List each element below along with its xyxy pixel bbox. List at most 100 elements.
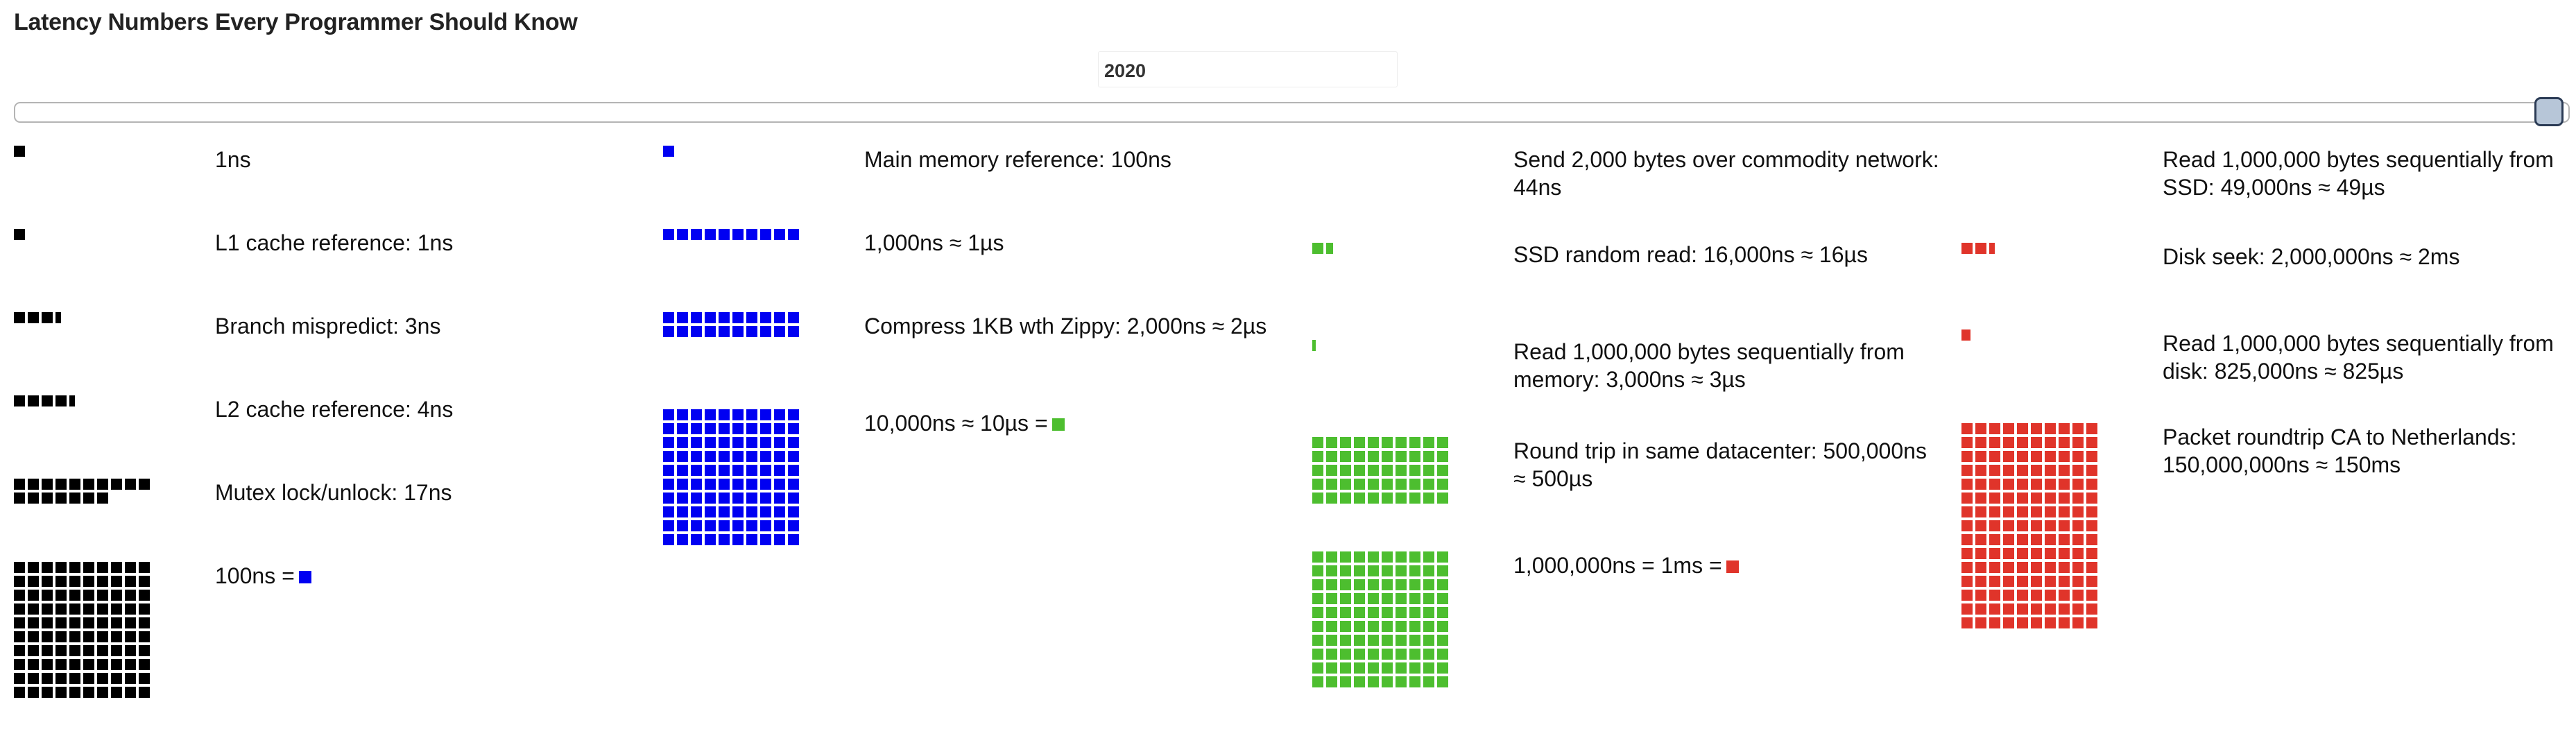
latency-block [1423,565,1434,576]
latency-label: L1 cache reference: 1ns [215,229,645,257]
latency-block [1989,506,2000,517]
latency-block [14,493,25,504]
latency-block [55,673,67,684]
latency-block [746,229,757,240]
latency-block [69,631,80,642]
latency-block [1961,493,1973,504]
latency-block [788,229,799,240]
latency-block [2031,506,2042,517]
latency-block [2086,437,2097,448]
latency-label: 1,000ns ≈ 1µs [864,229,1294,257]
latency-block [2045,423,2056,434]
latency-block [125,590,136,601]
latency-block [705,493,716,504]
latency-block [774,451,785,462]
latency-block [1409,621,1420,632]
latency-block [719,423,730,434]
latency-block [1312,551,1323,563]
latency-label: Packet roundtrip CA to Netherlands: 150,… [2163,423,2576,479]
latency-block [28,645,39,656]
latency-block [97,673,108,684]
latency-block [1312,607,1323,618]
latency-block [1409,676,1420,687]
latency-block [69,562,80,573]
latency-block [111,617,122,628]
latency-block [1423,479,1434,490]
latency-block [1396,621,1407,632]
latency-block [1354,551,1365,563]
latency-block [677,326,688,337]
year-slider-track[interactable] [14,102,2570,123]
latency-block [69,493,80,504]
latency-block [1396,493,1407,504]
latency-block [788,451,799,462]
latency-block [55,631,67,642]
latency-block [1354,676,1365,687]
latency-block [1975,451,1986,462]
latency-block [69,603,80,615]
latency-block [1423,437,1434,448]
latency-block [69,395,75,406]
latency-block [746,506,757,517]
latency-label: Send 2,000 bytes over commodity network:… [1513,146,1943,201]
latency-block [14,659,25,670]
latency-block [677,423,688,434]
latency-block [691,534,702,545]
latency-block [1312,493,1323,504]
latency-block [42,617,53,628]
latency-block [1989,576,2000,587]
latency-block [705,423,716,434]
latency-block [28,590,39,601]
latency-block [663,423,674,434]
latency-block [2045,506,2056,517]
latency-block [42,493,53,504]
latency-label: 1,000,000ns = 1ms = [1513,551,1943,579]
latency-block [1975,520,1986,531]
latency-block [1989,548,2000,559]
latency-block [14,479,25,490]
latency-block [1975,465,1986,476]
latency-block [1354,607,1365,618]
latency-block [691,465,702,476]
unit-square-icon [1051,418,1065,431]
latency-block [1368,579,1379,590]
latency-block [1382,635,1393,646]
latency-block [1382,437,1393,448]
latency-block [28,617,39,628]
latency-label-text: 1,000,000ns = 1ms = [1513,553,1722,578]
latency-block [83,617,94,628]
latency-block [663,146,674,157]
year-slider-handle[interactable] [2534,97,2564,126]
latency-block [2003,437,2014,448]
latency-block [2017,576,2028,587]
latency-block [1437,551,1448,563]
latency-block [1382,551,1393,563]
latency-block [42,673,53,684]
latency-block [1312,451,1323,462]
latency-block [760,506,771,517]
latency-block [719,506,730,517]
latency-block [1423,662,1434,674]
latency-block [1989,423,2000,434]
latency-block [2045,437,2056,448]
latency-block [2086,603,2097,615]
latency-block [55,687,67,698]
latency-block [2003,520,2014,531]
latency-block [1423,551,1434,563]
latency-block [1354,465,1365,476]
latency-block [1423,607,1434,618]
latency-block [97,645,108,656]
latency-block [28,673,39,684]
latency-block [1340,593,1351,604]
latency-block [677,229,688,240]
latency-block [760,423,771,434]
latency-block [2045,534,2056,545]
latency-block [1396,635,1407,646]
latency-block [14,673,25,684]
latency-block [28,493,39,504]
latency-block [1409,465,1420,476]
latency-block [1354,437,1365,448]
latency-block [2086,479,2097,490]
latency-block [1961,562,1973,573]
latency-block [774,437,785,448]
